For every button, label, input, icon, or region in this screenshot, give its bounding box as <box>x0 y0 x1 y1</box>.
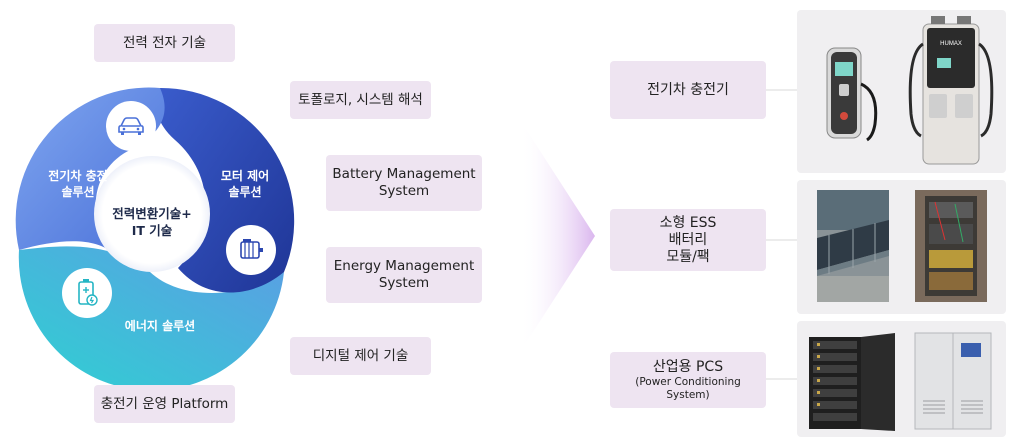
motor-control-solution-line1: 모터 제어 <box>220 169 270 183</box>
center-label-line1: 전력변환기술+ <box>112 206 192 221</box>
flow-arrow <box>520 120 595 352</box>
ev-charging-solution-line1: 전기차 충전 <box>48 169 108 183</box>
pcs-cabinet <box>914 332 992 430</box>
battery-charge-icon <box>62 268 112 318</box>
ess-photo-panel <box>797 180 1006 314</box>
small-ess-line2: 배터리 <box>668 231 708 248</box>
bms-line2: System <box>378 183 430 199</box>
center-circle <box>94 156 210 272</box>
motor-control-solution-line2: 솔루션 <box>228 185 262 199</box>
energy-solution-line1: 에너지 솔루션 <box>124 319 196 333</box>
solar-panel <box>817 190 889 302</box>
wall-ev-charger <box>826 47 878 142</box>
car-icon <box>106 101 156 151</box>
bms-line1: Battery Management <box>332 166 476 182</box>
small-ess-line3: 모듈/팩 <box>666 248 710 265</box>
battery-rack <box>915 190 987 302</box>
pcs-photo-panel <box>797 321 1006 437</box>
ev-charging-solution-line2: 솔루션 <box>61 185 95 199</box>
motor-icon <box>226 225 276 275</box>
bms-box: Battery Management System <box>326 155 482 211</box>
ev-charging-solution-label: 전기차 충전 솔루션 <box>38 168 118 200</box>
connector-lines <box>766 89 797 380</box>
energy-solution-label: 에너지 솔루션 <box>110 318 210 334</box>
ems-line1: Energy Management <box>333 258 475 274</box>
digital-control-text: 디지털 제어 기술 <box>312 347 409 364</box>
ev-charger-product: 전기차 충전기 <box>610 61 766 119</box>
industrial-pcs-subtext: (Power Conditioning System) <box>635 375 741 401</box>
humax-ev-charger: HUMAX <box>908 16 994 165</box>
ems-line2: System <box>378 275 430 291</box>
topology-box: 토폴로지, 시스템 해석 <box>290 81 431 119</box>
ev-charger-product-text: 전기차 충전기 <box>647 81 729 98</box>
topology-text: 토폴로지, 시스템 해석 <box>298 91 423 108</box>
ems-box: Energy Management System <box>326 247 482 303</box>
center-label: 전력변환기술+ IT 기술 <box>102 205 202 239</box>
center-label-line2: IT 기술 <box>131 223 173 238</box>
ev-charger-photo-panel: HUMAX <box>797 10 1006 173</box>
industrial-pcs-text: 산업용 PCS <box>652 358 724 375</box>
digital-control-box: 디지털 제어 기술 <box>290 337 431 375</box>
industrial-pcs-product: 산업용 PCS (Power Conditioning System) <box>610 352 766 408</box>
small-ess-line1: 소형 ESS <box>659 214 717 231</box>
humax-logo-text: HUMAX <box>940 41 962 47</box>
small-ess-product: 소형 ESS 배터리 모듈/팩 <box>610 209 766 271</box>
power-electronics-text: 전력 전자 기술 <box>122 34 207 51</box>
charger-platform-text: 충전기 운영 Platform <box>100 395 229 412</box>
battery-cabinet <box>809 333 895 431</box>
power-electronics-label: 전력 전자 기술 <box>94 24 235 62</box>
charger-platform-label: 충전기 운영 Platform <box>94 385 235 423</box>
motor-control-solution-label: 모터 제어 솔루션 <box>205 168 285 200</box>
